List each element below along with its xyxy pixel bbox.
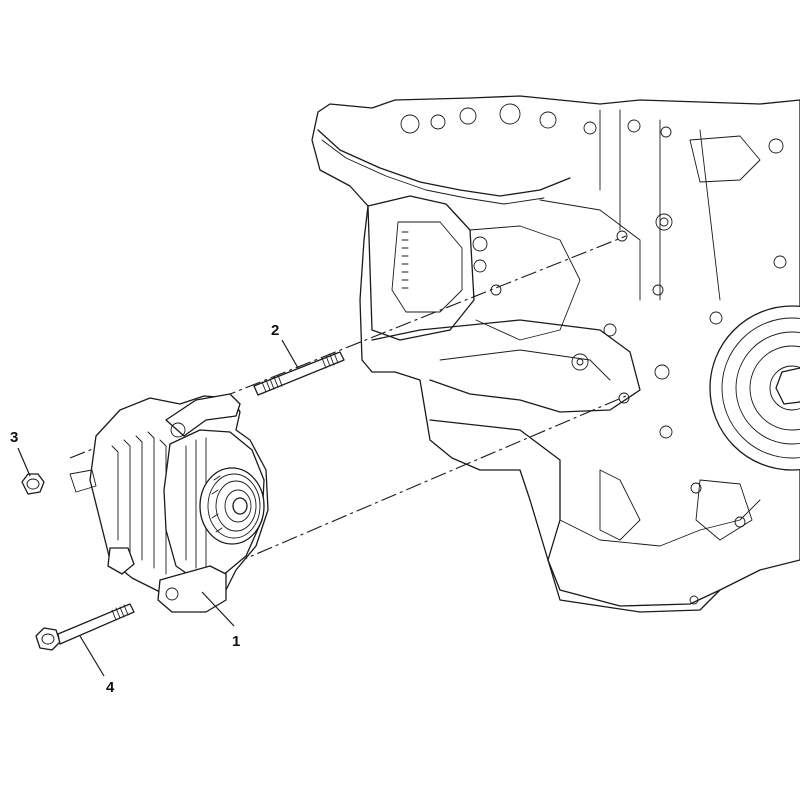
callout-1: 1: [232, 633, 240, 650]
flywheel-teeth: [401, 231, 409, 289]
callout-labels: 1 2 3 4: [10, 322, 279, 696]
leader-2: [281, 339, 299, 369]
callout-4: 4: [106, 679, 115, 696]
bolt-part-4: [35, 603, 135, 651]
leader-1: [201, 591, 235, 627]
stud-part-2: [253, 351, 345, 396]
nut-part-3: [21, 473, 45, 495]
engine-block: [311, 95, 800, 613]
alternator-part-1: [69, 393, 269, 613]
leader-4: [79, 635, 105, 677]
alternator-pulley: [199, 467, 265, 545]
crankshaft-pulley: [709, 305, 800, 471]
callout-2: 2: [271, 322, 279, 339]
leader-lines: [17, 339, 299, 677]
callout-3: 3: [10, 429, 18, 446]
leader-3: [17, 447, 31, 477]
